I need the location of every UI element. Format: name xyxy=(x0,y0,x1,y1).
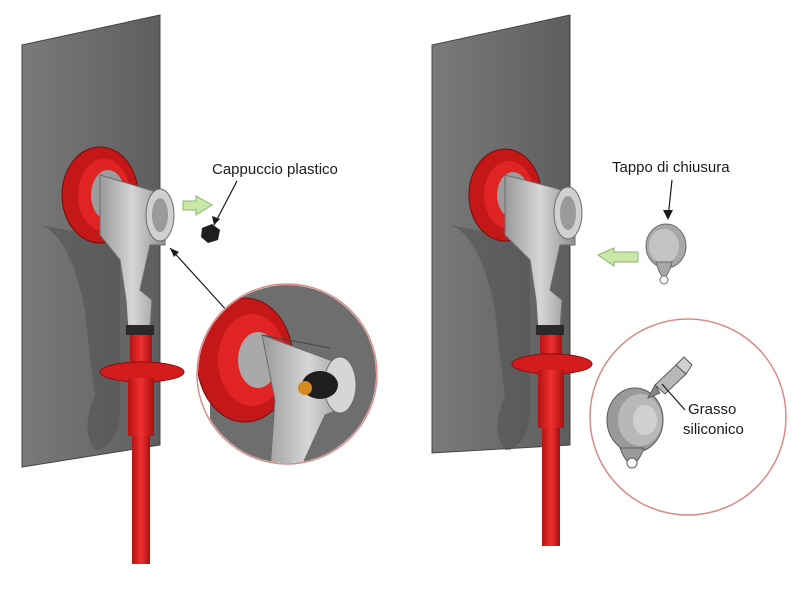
direction-arrow-icon xyxy=(182,195,213,216)
left-callout-leader xyxy=(213,180,238,226)
right-callout-label: Tappo di chiusura xyxy=(612,159,730,176)
left-callout-label: Cappuccio plastico xyxy=(212,161,338,178)
direction-arrow-icon xyxy=(596,247,639,267)
left-assembly xyxy=(21,14,378,564)
grease-label-line2: siliconico xyxy=(683,421,744,438)
plastic-cap-icon xyxy=(201,224,220,243)
left-panel-shadow xyxy=(40,225,120,450)
left-detail-leader xyxy=(169,247,229,313)
grease-leader xyxy=(661,383,686,411)
right-detail-circle xyxy=(589,318,787,516)
grease-label-line1: Grasso xyxy=(688,401,737,418)
left-red-pipe-lower xyxy=(132,436,150,564)
grease-tube-icon xyxy=(646,356,693,400)
right-panel-shadow xyxy=(450,225,530,450)
right-assembly xyxy=(431,14,787,546)
right-red-pipe-lower xyxy=(542,428,560,546)
left-detail-circle xyxy=(196,283,378,465)
closure-plug-icon xyxy=(645,223,687,285)
plastic-plug-detail xyxy=(606,387,664,469)
